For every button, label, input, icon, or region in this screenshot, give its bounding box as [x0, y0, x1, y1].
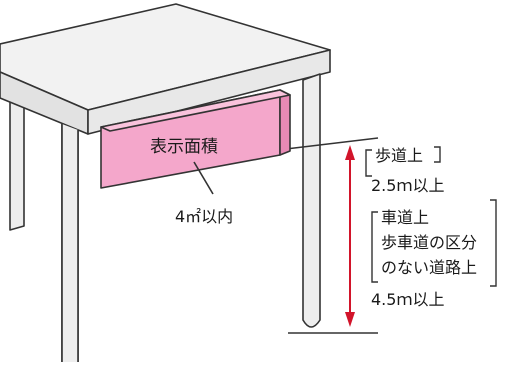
reference-line [285, 137, 379, 150]
roadway-line-3: のない道路上 [381, 258, 477, 277]
height-arrow [345, 145, 355, 327]
sign-board-side [279, 89, 291, 156]
area-leader-line [193, 161, 214, 195]
bracket-roadway-right [490, 199, 497, 287]
area-limit-label: 4㎡以内 [175, 207, 233, 226]
table-top-side-edge [87, 49, 331, 135]
table-leg-front-right [302, 73, 321, 328]
sidewalk-height: 2.5ｍ以上 [371, 176, 444, 195]
roadway-line-2: 歩車道の区分 [381, 233, 477, 252]
roadway-height: 4.5ｍ以上 [371, 290, 444, 309]
table-leg-back-left [9, 94, 25, 231]
roadway-line-1: 車道上 [381, 208, 429, 227]
sign-label: 表示面積 [150, 137, 218, 157]
bracket-sidewalk-left [365, 149, 372, 177]
bracket-sidewalk-right [434, 146, 441, 163]
sidewalk-title: 歩道上 [375, 146, 423, 165]
bracket-roadway-left [371, 211, 378, 283]
